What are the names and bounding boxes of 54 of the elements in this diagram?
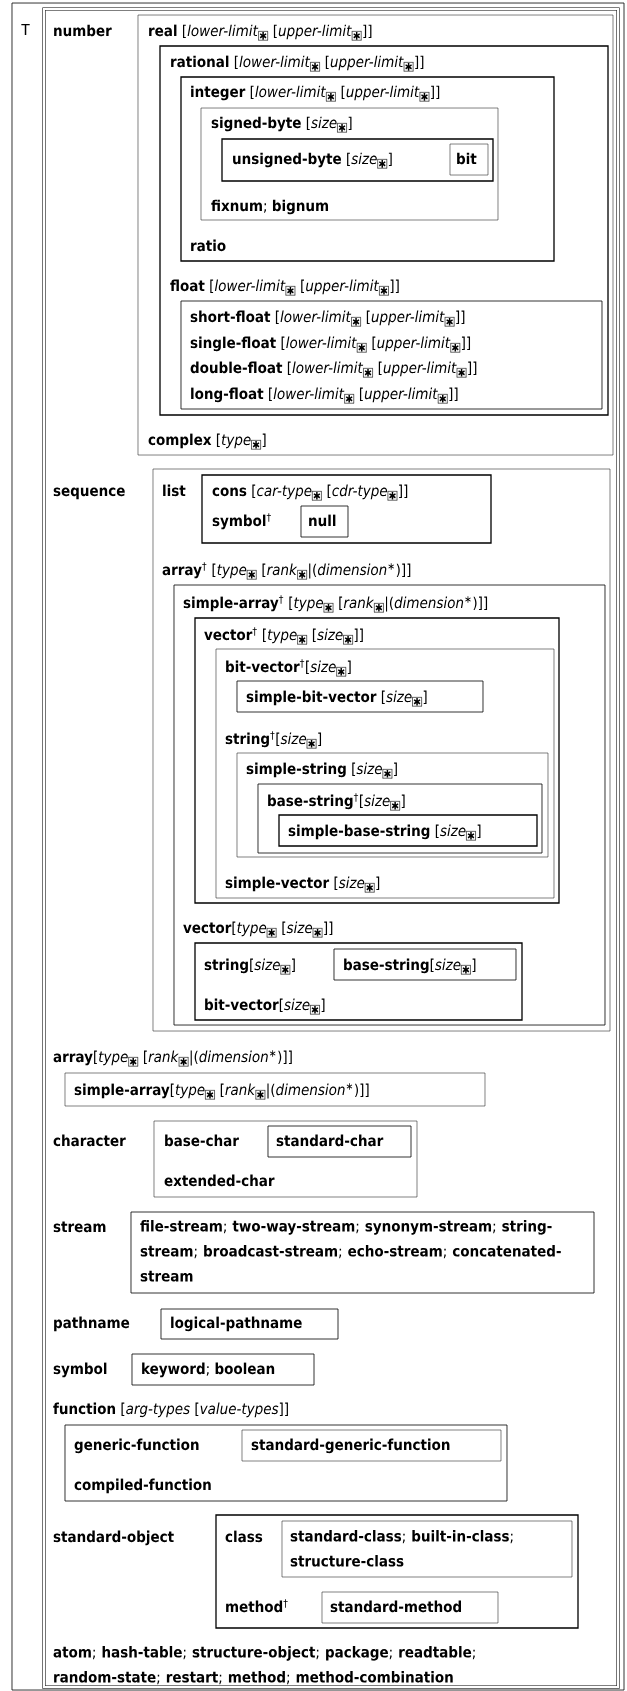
type-name: symbol	[53, 1362, 107, 1378]
type-name: standard-object	[53, 1530, 174, 1546]
type-name: simple-string [size$_{✱}$]	[246, 762, 397, 779]
type-name: ratio	[191, 239, 226, 252]
type-name: base-string$^{†}$[size$_{✱}$]	[268, 793, 405, 811]
type-box: file-stream; two-way-stream; synonym-stream; string-stream; broadcast-stream; echo-stream; concatenated-stream	[130, 1211, 595, 1294]
type-name: rational [lower-limit$_{✱}$ [upper-limit$_{✱}$]]	[171, 55, 424, 72]
type-name: string[size$_{✱}$]	[204, 958, 295, 975]
type-name: list	[163, 484, 186, 497]
type-name: array[type$_{✱}$ [rank$_{✱}$|(dimension$^{∗}$)]]	[53, 1050, 292, 1067]
type-box: base-string[size$_{✱}$]	[333, 948, 517, 981]
type-name: compiled-function	[74, 1478, 211, 1494]
type-box: bit	[449, 143, 489, 176]
type-name: cons [car-type$_{✱}$ [cdr-type$_{✱}$]]	[212, 484, 408, 501]
type-name: T	[21, 24, 30, 35]
type-name: string$^{†}$[size$_{✱}$]	[225, 731, 322, 749]
type-name: vector$^{†}$ [type$_{✱}$ [size$_{✱}$]]	[204, 627, 363, 645]
type-name: number	[54, 24, 112, 37]
type-name: base-char	[165, 1134, 239, 1147]
type-name: bit-vector$^{†}$[size$_{✱}$]	[226, 659, 351, 677]
type-name: simple-vector [size$_{✱}$]	[225, 876, 380, 893]
type-box: simple-base-string [size$_{✱}$]	[278, 814, 538, 847]
type-box: keyword; boolean	[131, 1353, 315, 1386]
type-name: complex [type$_{✱}$]	[148, 433, 266, 450]
type-name: array$^{†}$ [type$_{✱}$ [rank$_{✱}$|(dimension$^{∗}$)]]	[162, 562, 411, 580]
type-name: float [lower-limit$_{✱}$ [upper-limit$_{✱}$]]	[170, 279, 399, 296]
type-name: generic-function	[74, 1438, 199, 1454]
type-name: simple-array$^{†}$ [type$_{✱}$ [rank$_{✱}$|(dimension$^{∗}$)]]	[183, 595, 488, 613]
type-name: signed-byte [size$_{✱}$]	[211, 116, 352, 133]
type-box: simple-bit-vector [size$_{✱}$]	[236, 680, 484, 713]
type-name: real [lower-limit$_{✱}$ [upper-limit$_{✱}$]]	[149, 24, 372, 41]
type-box: simple-array[type$_{✱}$ [rank$_{✱}$|(dimension$^{∗}$)]]	[64, 1072, 486, 1107]
type-box: standard-generic-function	[241, 1429, 502, 1462]
type-name: vector[type$_{✱}$ [size$_{✱}$]]	[183, 921, 333, 938]
type-box: standard-method	[321, 1591, 499, 1624]
type-box: null	[300, 505, 349, 538]
type-box: standard-class; built-in-class; structure-class	[281, 1520, 573, 1578]
type-name: unsigned-byte [size$_{✱}$]	[233, 152, 392, 169]
type-name: integer [lower-limit$_{✱}$ [upper-limit$_{✱}$]]	[191, 85, 440, 102]
type-name: atom; hash-table; structure-object; package; readtable; random-state; restart; method; method-combination	[53, 1646, 475, 1685]
type-name: method$^{†}$	[226, 1599, 288, 1613]
type-box: standard-char	[267, 1125, 412, 1158]
type-name: stream	[53, 1221, 106, 1233]
type-name: class	[225, 1530, 263, 1543]
type-name: fixnum; bignum	[211, 199, 329, 215]
type-name: sequence	[53, 487, 125, 500]
type-box: short-float [lower-limit$_{✱}$ [upper-limit$_{✱}$]] single-float [lower-limit$_{✱}$ [upper-limit$_{✱}$]] double-float [lower-limit$_{✱}$ [upper-limit$_{✱}$]] long-float [lower-limit$_{✱}$ [upper-limit$_{✱}$]]	[180, 300, 603, 410]
type-name: pathname	[54, 1316, 130, 1332]
type-box: logical-pathname	[160, 1308, 339, 1340]
type-name: function [arg-types [value-types]]	[53, 1402, 288, 1418]
type-name: character	[53, 1134, 126, 1147]
type-name: symbol$^{†}$	[212, 513, 271, 530]
type-name: bit-vector[size$_{✱}$]	[205, 998, 325, 1015]
type-name: extended-char	[164, 1174, 275, 1187]
